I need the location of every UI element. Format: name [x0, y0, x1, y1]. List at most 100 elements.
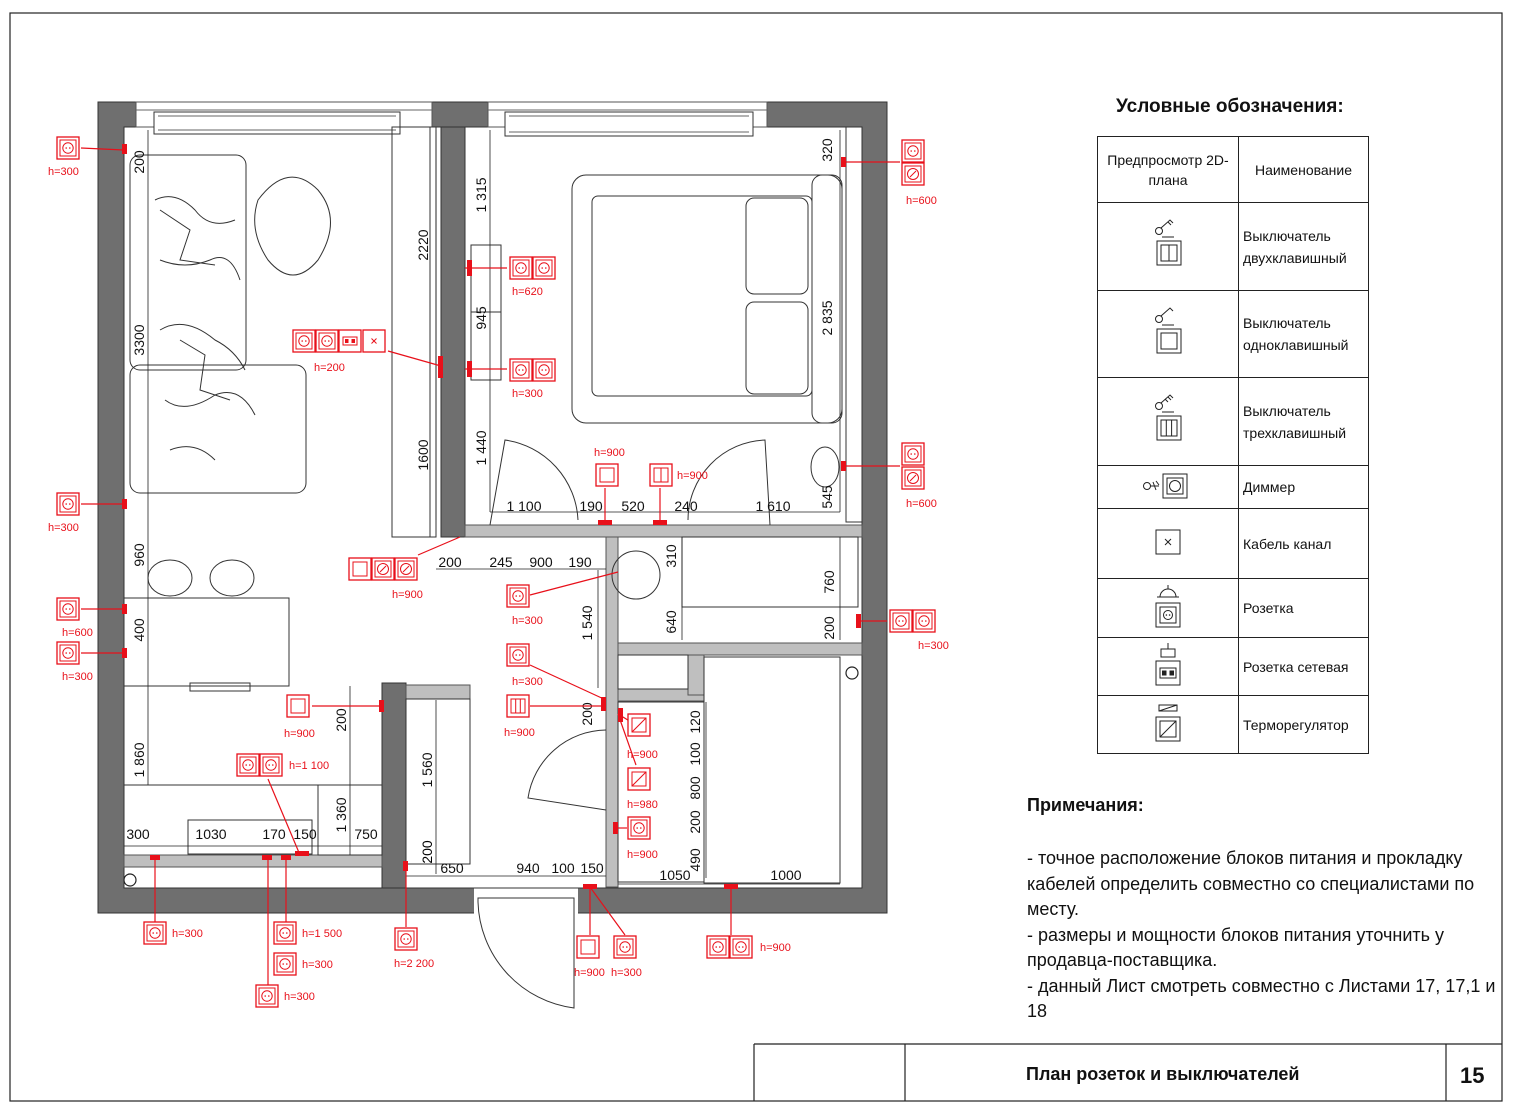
single-switch-icon	[1097, 290, 1239, 378]
dim-label: 545	[819, 485, 835, 509]
dim-label: 1 540	[579, 605, 595, 640]
dim-label: 1 100	[506, 498, 541, 514]
legend-name: Выключатель двухклавишный	[1238, 202, 1369, 291]
height-label: h=300	[172, 928, 203, 940]
entrance-door	[477, 897, 575, 1009]
height-label: h=300	[512, 676, 543, 688]
height-label: h=300	[48, 166, 79, 178]
dim-label: 150	[580, 860, 604, 876]
height-label: h=620	[512, 286, 543, 298]
partition-wall	[440, 126, 466, 538]
height-label: h=300	[611, 967, 642, 979]
dim-label: 190	[579, 498, 603, 514]
socket-icon	[1097, 578, 1239, 638]
legend-header-preview: Предпросмотр 2D-плана	[1097, 136, 1239, 203]
height-label: h=300	[512, 388, 543, 400]
sofa	[129, 154, 307, 494]
cable-channel-icon	[1097, 508, 1239, 579]
legend-name: Выключатель одноклавишный	[1238, 290, 1369, 378]
network-socket-icon	[1097, 637, 1239, 696]
thermostat-icon	[1097, 695, 1239, 754]
legend-name: Выключатель трехклавишный	[1238, 377, 1369, 466]
height-label: h=1 100	[289, 760, 329, 772]
dimension-lines	[124, 130, 841, 885]
legend-header-name: Наименование	[1238, 136, 1369, 203]
dim-label: 1 610	[755, 498, 790, 514]
notes-list: - точное расположение блоков питания и п…	[1027, 846, 1497, 1025]
dim-label: 1 360	[333, 797, 349, 832]
dim-label: 3300	[131, 324, 147, 355]
height-label: h=300	[62, 671, 93, 683]
height-label: h=600	[906, 195, 937, 207]
height-label: h=900	[392, 589, 423, 601]
dim-label: 945	[473, 306, 489, 330]
dim-label: 300	[126, 826, 150, 842]
dim-label: 1050	[659, 867, 690, 883]
dim-label: 2 835	[819, 300, 835, 335]
height-label: h=900	[574, 967, 605, 979]
dim-label: 100	[551, 860, 575, 876]
dim-label: 960	[131, 543, 147, 567]
dim-label: 1030	[195, 826, 226, 842]
dim-label: 1 315	[473, 177, 489, 212]
height-label: h=900	[677, 470, 708, 482]
legend-title: Условные обозначения:	[1116, 96, 1344, 117]
dim-label: 800	[687, 776, 703, 800]
legend-name: Терморегулятор	[1238, 695, 1369, 754]
sheet-title: План розеток и выключателей	[1026, 1064, 1300, 1084]
height-label: h=900	[760, 942, 791, 954]
dim-label: 1 860	[131, 742, 147, 777]
height-label: h=300	[48, 522, 79, 534]
height-label: h=300	[918, 640, 949, 652]
note-item: - данный Лист смотреть совместно с Листа…	[1027, 975, 1496, 1022]
height-label: h=300	[284, 991, 315, 1003]
height-label: h=900	[627, 849, 658, 861]
dim-label: 750	[354, 826, 378, 842]
dim-label: 490	[687, 848, 703, 872]
radiator-living	[153, 111, 401, 135]
height-label: h=200	[314, 362, 345, 374]
height-label: h=600	[906, 498, 937, 510]
height-label: h=900	[627, 749, 658, 761]
height-label: h=600	[62, 627, 93, 639]
dim-label: 760	[821, 570, 837, 594]
dim-label: 200	[333, 708, 349, 732]
note-item: - точное расположение блоков питания и п…	[1027, 848, 1475, 919]
dim-label: 310	[663, 544, 679, 568]
legend-name: Диммер	[1238, 465, 1369, 509]
dim-label: 100	[687, 742, 703, 766]
double-switch-icon	[1097, 202, 1239, 291]
legend-name: Розетка сетевая	[1238, 637, 1369, 696]
height-label: h=900	[594, 447, 625, 459]
dim-label: 650	[440, 860, 464, 876]
marker-leaders	[80, 147, 900, 990]
legend-table: Предпросмотр 2D-плана Наименование Выклю…	[1097, 136, 1369, 754]
bathtub	[703, 656, 841, 884]
sheet-border	[9, 12, 1503, 1102]
note-item: - размеры и мощности блоков питания уточ…	[1027, 924, 1445, 971]
dim-label: 200	[579, 702, 595, 726]
dim-label: 2220	[415, 229, 431, 260]
dim-label: 520	[621, 498, 645, 514]
dim-label: 200	[821, 616, 837, 640]
dimmer-icon	[1097, 465, 1239, 509]
notes-title: Примечания:	[1027, 795, 1144, 815]
height-labels: h=300 h=300 h=600 h=300 h=200 h=620 h=30…	[48, 166, 949, 1003]
rug	[254, 176, 331, 276]
dim-label: 400	[131, 618, 147, 642]
title-block	[753, 1043, 1502, 1101]
height-label: h=900	[284, 728, 315, 740]
floor-plan	[97, 101, 888, 1009]
dim-label: 1 440	[473, 430, 489, 465]
marker-ticks	[122, 144, 861, 889]
dim-label: 190	[568, 554, 592, 570]
dim-label: 940	[516, 860, 540, 876]
dim-label: 1 560	[419, 752, 435, 787]
height-label: h=300	[512, 615, 543, 627]
chairs	[147, 559, 255, 692]
dining-table	[123, 597, 290, 687]
dim-label: 120	[687, 710, 703, 734]
height-label: h=2 200	[394, 958, 434, 970]
dim-label: 170	[262, 826, 286, 842]
